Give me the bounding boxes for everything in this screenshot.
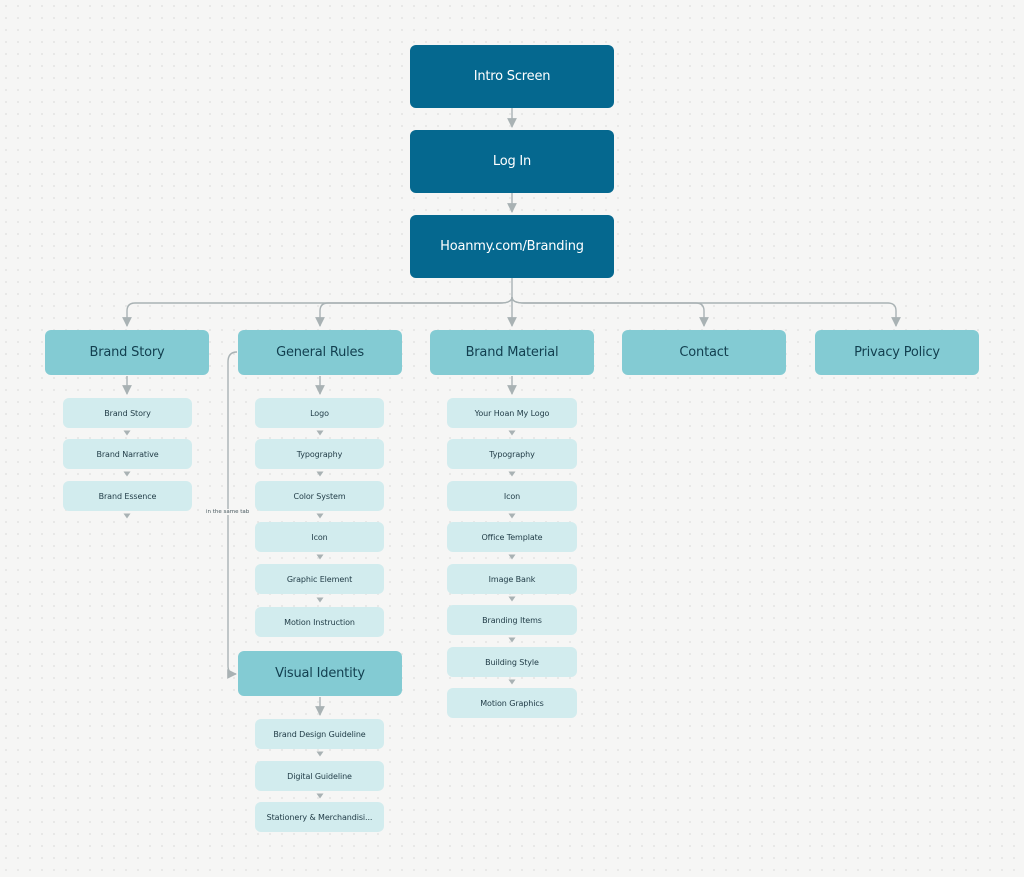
brand-story-item[interactable]: Brand Story xyxy=(63,398,192,428)
motion-graphics-item[interactable]: Motion Graphics xyxy=(447,688,577,718)
connector-arrow-icon xyxy=(508,513,516,519)
image-bank-item[interactable]: Image Bank xyxy=(447,564,577,594)
brand-essence-item[interactable]: Brand Essence xyxy=(63,481,192,511)
connector-arrow-icon xyxy=(316,793,324,799)
motion-instruction-item[interactable]: Motion Instruction xyxy=(255,607,384,637)
connector-arrow-icon xyxy=(123,471,131,477)
connector-arrow-icon xyxy=(316,430,324,436)
connector-arrow-icon xyxy=(508,596,516,602)
connector-arrow-icon xyxy=(316,471,324,477)
connector-arrow-icon xyxy=(508,554,516,560)
connector-arrow-icon xyxy=(316,597,324,603)
brand-story-node[interactable]: Brand Story xyxy=(45,330,209,375)
digital-guideline-item[interactable]: Digital Guideline xyxy=(255,761,384,791)
branding-home-node[interactable]: Hoanmy.com/Branding xyxy=(410,215,614,278)
color-system-item[interactable]: Color System xyxy=(255,481,384,511)
connector-arrow-icon xyxy=(316,751,324,757)
connector-arrow-icon xyxy=(123,513,131,519)
typography-item[interactable]: Typography xyxy=(255,439,384,469)
brand-narrative-item[interactable]: Brand Narrative xyxy=(63,439,192,469)
same-tab-note: in the same tab xyxy=(205,509,251,515)
connector-arrow-icon xyxy=(508,471,516,477)
intro-screen-node[interactable]: Intro Screen xyxy=(410,45,614,108)
connector-arrow-icon xyxy=(508,430,516,436)
brand-design-guideline-item[interactable]: Brand Design Guideline xyxy=(255,719,384,749)
material-typography-item[interactable]: Typography xyxy=(447,439,577,469)
stationery-merchandise-item[interactable]: Stationery & Merchandisi... xyxy=(255,802,384,832)
icon-item[interactable]: Icon xyxy=(255,522,384,552)
graphic-element-item[interactable]: Graphic Element xyxy=(255,564,384,594)
branding-items-item[interactable]: Branding Items xyxy=(447,605,577,635)
connector-arrow-icon xyxy=(316,554,324,560)
privacy-policy-node[interactable]: Privacy Policy xyxy=(815,330,979,375)
brand-material-node[interactable]: Brand Material xyxy=(430,330,594,375)
building-style-item[interactable]: Building Style xyxy=(447,647,577,677)
office-template-item[interactable]: Office Template xyxy=(447,522,577,552)
your-hoan-my-logo-item[interactable]: Your Hoan My Logo xyxy=(447,398,577,428)
general-rules-node[interactable]: General Rules xyxy=(238,330,402,375)
contact-node[interactable]: Contact xyxy=(622,330,786,375)
logo-item[interactable]: Logo xyxy=(255,398,384,428)
visual-identity-node[interactable]: Visual Identity xyxy=(238,651,402,696)
connector-arrow-icon xyxy=(123,430,131,436)
login-node[interactable]: Log In xyxy=(410,130,614,193)
connector-arrow-icon xyxy=(316,513,324,519)
connector-arrow-icon xyxy=(508,637,516,643)
material-icon-item[interactable]: Icon xyxy=(447,481,577,511)
connector-arrow-icon xyxy=(508,679,516,685)
